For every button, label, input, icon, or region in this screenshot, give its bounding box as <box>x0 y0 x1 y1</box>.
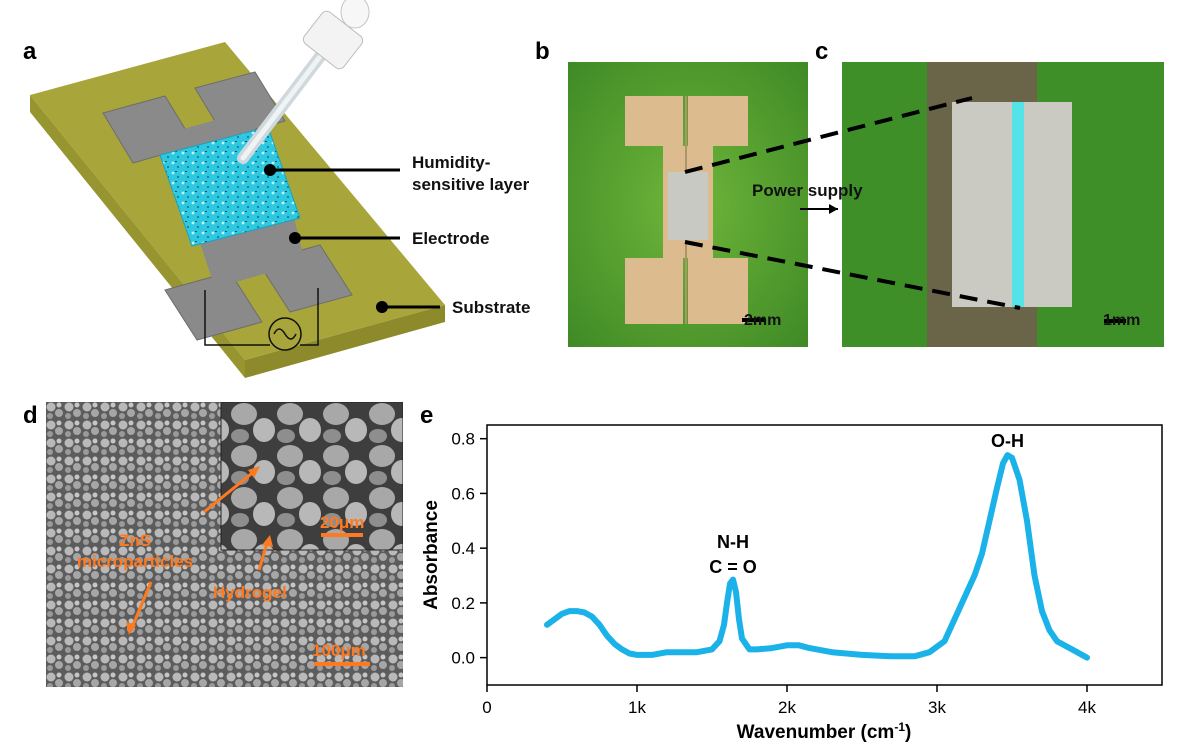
scalebar-c-label: 1mm <box>1103 312 1141 329</box>
x-axis-label-main: Wavenumber (cm <box>737 722 895 743</box>
x-axis-label: Wavenumber (cm-1) <box>737 720 912 743</box>
peak-annotation: O-H <box>991 431 1024 451</box>
y-tick-label: 0.2 <box>451 594 475 613</box>
photo-pad-bottom-left <box>625 258 683 324</box>
label-power-supply: Power supply <box>752 181 863 200</box>
x-tick-label: 4k <box>1078 698 1096 717</box>
label-hydrogel: Hydrogel <box>213 583 287 602</box>
sem-inset <box>220 402 403 551</box>
label-humidity-line1: Humidity- <box>412 153 491 172</box>
absorbance-line <box>544 452 1090 661</box>
sem-image <box>46 402 403 687</box>
zoom-photo <box>842 62 1164 347</box>
zoom-bright-strip <box>1012 102 1024 307</box>
panel-label-d: d <box>23 402 38 429</box>
y-tick-label: 0.6 <box>451 484 475 503</box>
device-schematic <box>30 0 445 378</box>
label-humidity-line2: sensitive layer <box>412 175 530 194</box>
circuit-wire <box>204 290 270 346</box>
photo-pad-top-left <box>625 96 683 146</box>
y-tick-label: 0.8 <box>451 430 475 449</box>
x-axis-label-sup: -1 <box>894 720 905 734</box>
x-tick-label: 1k <box>628 698 646 717</box>
panel-label-b: b <box>535 38 550 65</box>
panel-label-a: a <box>23 38 37 65</box>
humidity-sensitive-layer <box>159 126 301 247</box>
x-tick-label: 0 <box>482 698 491 717</box>
electrode-pad-bottom-left <box>164 271 263 341</box>
y-axis-label: Absorbance <box>421 500 442 610</box>
photo-sensing-film <box>668 172 708 240</box>
panel-label-e: e <box>420 402 434 429</box>
dropper-icon <box>237 0 370 164</box>
photo-pad-top-right <box>688 96 748 146</box>
plot-frame <box>486 424 1163 686</box>
photo-pad-bottom-right <box>688 258 748 324</box>
peak-annotation: N-H <box>717 532 749 552</box>
label-zns-line2: microparticles <box>76 552 194 571</box>
scalebar-main: 100μm <box>312 641 366 660</box>
scalebar-inset: 20μm <box>320 513 365 532</box>
label-electrode: Electrode <box>412 229 490 248</box>
label-substrate: Substrate <box>452 298 531 317</box>
ac-source-icon <box>268 317 302 351</box>
label-zns-line1: ZnS <box>118 531 152 550</box>
circuit-wire-right <box>300 288 319 346</box>
panel-label-c: c <box>815 38 829 65</box>
peak-annotation: C = O <box>709 557 757 577</box>
device-photo <box>568 62 808 347</box>
substrate-side-right <box>245 305 445 378</box>
y-tick-label: 0.4 <box>451 539 475 558</box>
x-tick-label: 3k <box>928 698 946 717</box>
y-tick-label: 0.0 <box>451 649 475 668</box>
x-tick-label: 2k <box>778 698 796 717</box>
scalebar-b: 2mm <box>744 312 782 329</box>
ftir-chart: 0 1k 2k 3k 4k 0.0 0.2 0.4 0.6 0.8 O-H N-H C = O Abs… <box>421 424 1163 743</box>
